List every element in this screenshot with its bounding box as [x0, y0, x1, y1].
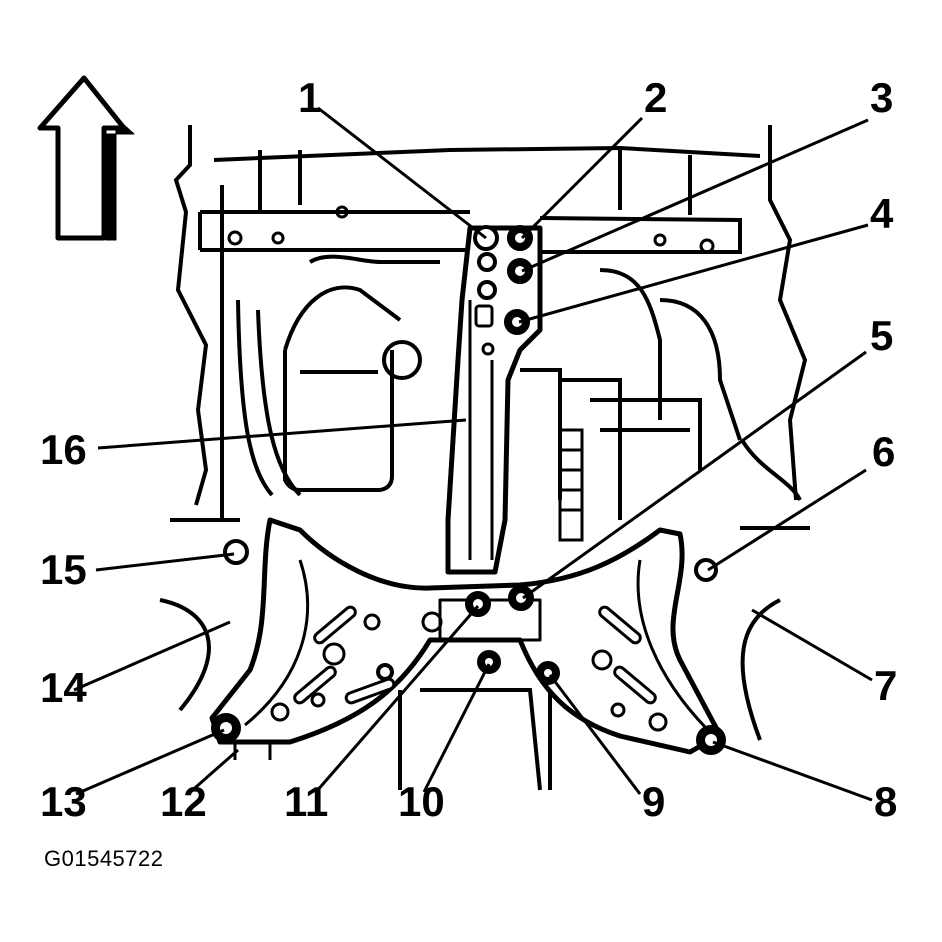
callout-12: 12: [160, 778, 207, 825]
callout-10: 10: [398, 778, 445, 825]
callout-7: 7: [874, 662, 897, 709]
callout-13: 13: [40, 778, 87, 825]
callout-15: 15: [40, 546, 87, 593]
callout-2: 2: [644, 74, 667, 121]
callout-4: 4: [870, 190, 894, 237]
callout-6: 6: [872, 428, 895, 475]
callout-1: 1: [298, 74, 321, 121]
suspension-crossmember: [209, 517, 723, 760]
callout-5: 5: [870, 312, 893, 359]
callout-labels: 1 2 3 4 5 6 7 8 9 10 11 12 13 14 15 16: [40, 74, 897, 825]
callout-8: 8: [874, 778, 897, 825]
callout-16: 16: [40, 426, 87, 473]
figure-id: G01545722: [44, 846, 164, 871]
callout-11: 11: [284, 778, 328, 825]
callout-14: 14: [40, 664, 87, 711]
mounting-bolts: [211, 225, 726, 755]
transaxle-detail: [227, 205, 715, 542]
callout-9: 9: [642, 778, 665, 825]
callout-3: 3: [870, 74, 893, 121]
leader-lines: [73, 106, 873, 802]
bolt-6: [694, 558, 718, 582]
up-arrow-icon: [37, 75, 135, 241]
bolt-15: [223, 539, 249, 565]
